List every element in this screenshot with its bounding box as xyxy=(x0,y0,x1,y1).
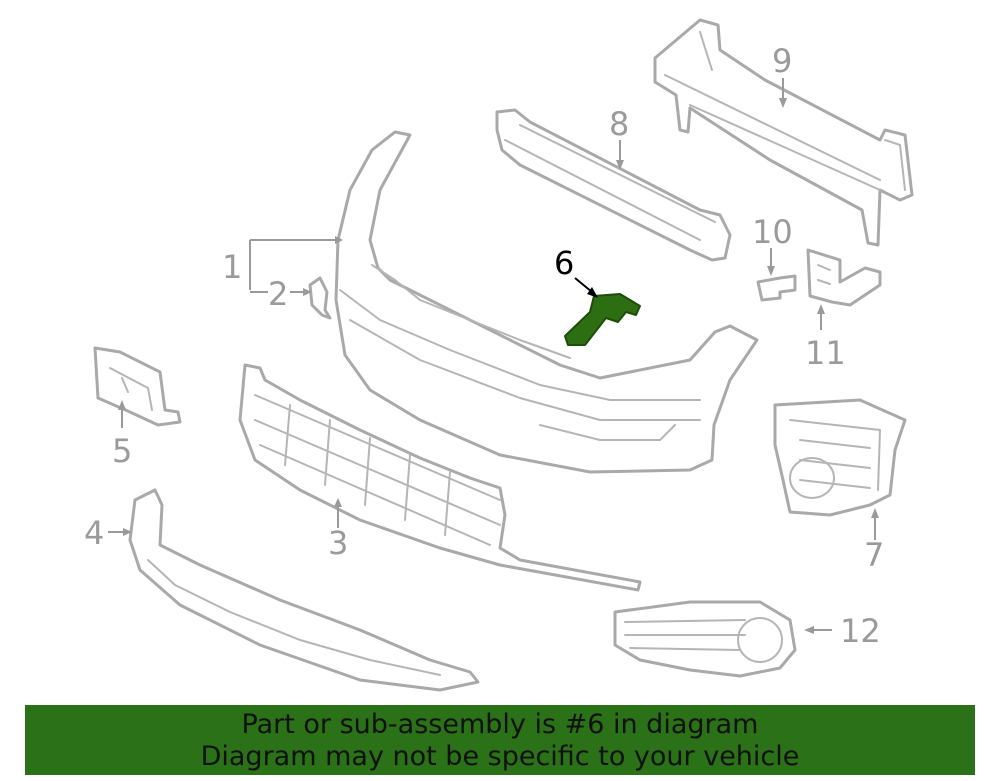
callout-12: 12 xyxy=(840,612,881,650)
part-7-side-bracket[interactable] xyxy=(773,398,907,517)
part-9-reinforcement-beam[interactable] xyxy=(653,18,914,247)
part-6-bracket-highlighted[interactable] xyxy=(564,293,641,346)
banner-line-1: Part or sub-assembly is #6 in diagram xyxy=(241,709,759,740)
part-5-bracket[interactable] xyxy=(93,346,182,427)
part-11-mount-bracket[interactable] xyxy=(806,248,882,307)
part-10-sensor[interactable] xyxy=(756,274,797,302)
callout-2: 2 xyxy=(268,275,288,313)
parts-diagram: 1 2 3 4 5 6 7 8 9 10 11 12 xyxy=(84,18,914,692)
banner-line-2: Diagram may not be specific to your vehi… xyxy=(200,741,800,772)
part-12-fog-grille[interactable] xyxy=(613,600,797,678)
callout-3: 3 xyxy=(328,524,348,562)
callout-7: 7 xyxy=(864,536,884,574)
part-3-lower-grille[interactable] xyxy=(238,363,642,592)
callout-1: 1 xyxy=(222,248,242,286)
callout-5: 5 xyxy=(112,432,132,470)
callout-11: 11 xyxy=(805,334,846,372)
callout-8: 8 xyxy=(609,105,629,143)
callout-10: 10 xyxy=(752,213,793,251)
part-1-bumper-cover[interactable] xyxy=(334,130,759,474)
part-8-energy-absorber[interactable] xyxy=(495,108,732,262)
callout-6: 6 xyxy=(554,244,574,282)
part-4-lower-spoiler[interactable] xyxy=(128,488,480,692)
callout-4: 4 xyxy=(84,514,104,552)
callout-9: 9 xyxy=(772,42,792,80)
leader-lines xyxy=(108,78,879,634)
part-2-clip[interactable] xyxy=(308,276,332,320)
info-banner: Part or sub-assembly is #6 in diagram Di… xyxy=(25,705,975,775)
